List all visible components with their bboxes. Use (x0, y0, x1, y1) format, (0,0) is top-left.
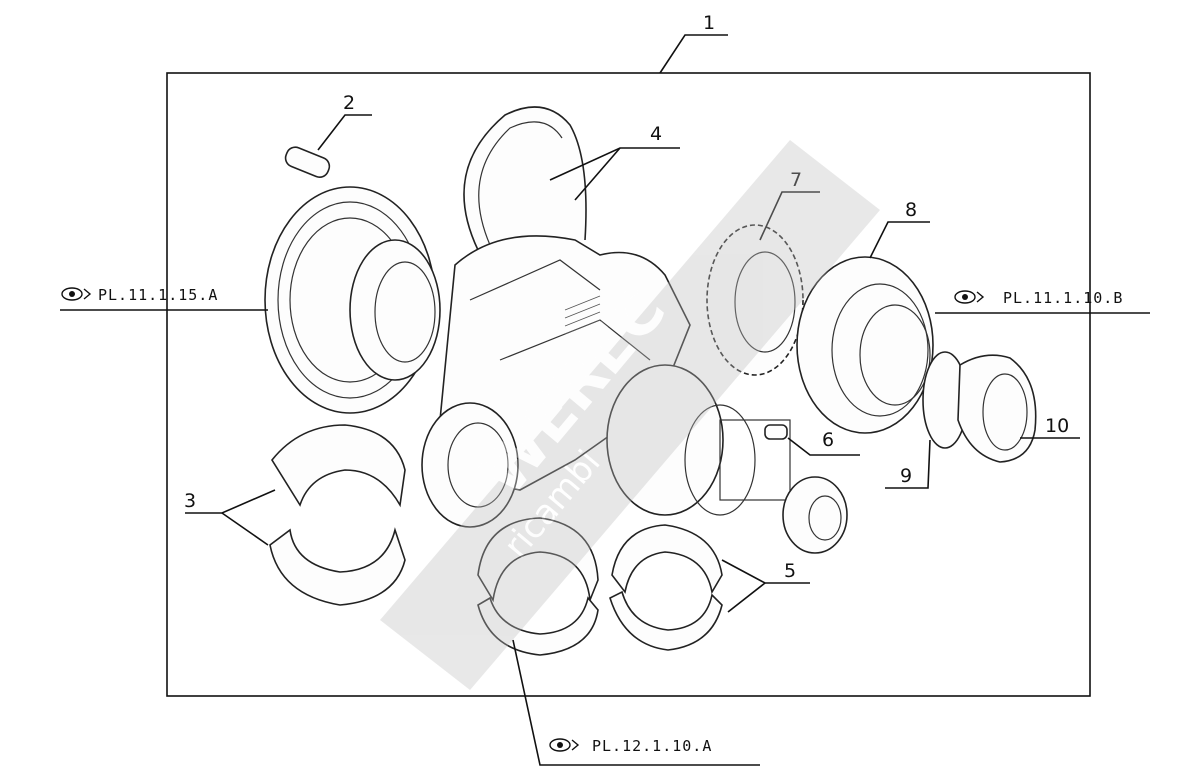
part-right-journal (606, 364, 848, 554)
part-gear: 7 (706, 169, 820, 376)
part-left-bearing (264, 186, 441, 414)
svg-text:3: 3 (184, 490, 196, 512)
part-crankpin (421, 402, 519, 528)
eye-icon (549, 738, 580, 752)
ref-right: PL.11.1.10.B (935, 289, 1150, 314)
part-pin: 2 (284, 92, 372, 178)
eye-icon (61, 287, 92, 301)
svg-text:9: 9 (900, 465, 912, 487)
svg-text:PL.11.1.10.B: PL.11.1.10.B (1003, 289, 1123, 307)
part-left-shells: 3 (184, 424, 406, 606)
part-key: 6 (764, 424, 860, 456)
callout-1: 1 (659, 12, 728, 74)
svg-text:6: 6 (822, 429, 834, 451)
svg-text:PL.11.1.15.A: PL.11.1.15.A (98, 286, 218, 304)
ref-left: PL.11.1.15.A (60, 286, 268, 311)
part-bushing: 10 (957, 354, 1080, 463)
svg-text:2: 2 (343, 92, 355, 114)
svg-text:4: 4 (650, 123, 662, 145)
part-thrust-washers: 4 (463, 106, 680, 251)
ref-bottom: PL.12.1.10.A (512, 639, 760, 766)
assembly-frame (166, 72, 1091, 697)
svg-text:PL.12.1.10.A: PL.12.1.10.A (592, 737, 712, 755)
svg-text:8: 8 (905, 199, 917, 221)
part-rod-shells: 5 (477, 517, 810, 656)
svg-text:5: 5 (784, 560, 796, 582)
part-bearing-ring: 8 (796, 199, 934, 434)
svg-text:1: 1 (703, 12, 715, 34)
eye-icon (954, 290, 985, 304)
svg-text:10: 10 (1045, 415, 1069, 437)
svg-text:7: 7 (790, 169, 802, 191)
